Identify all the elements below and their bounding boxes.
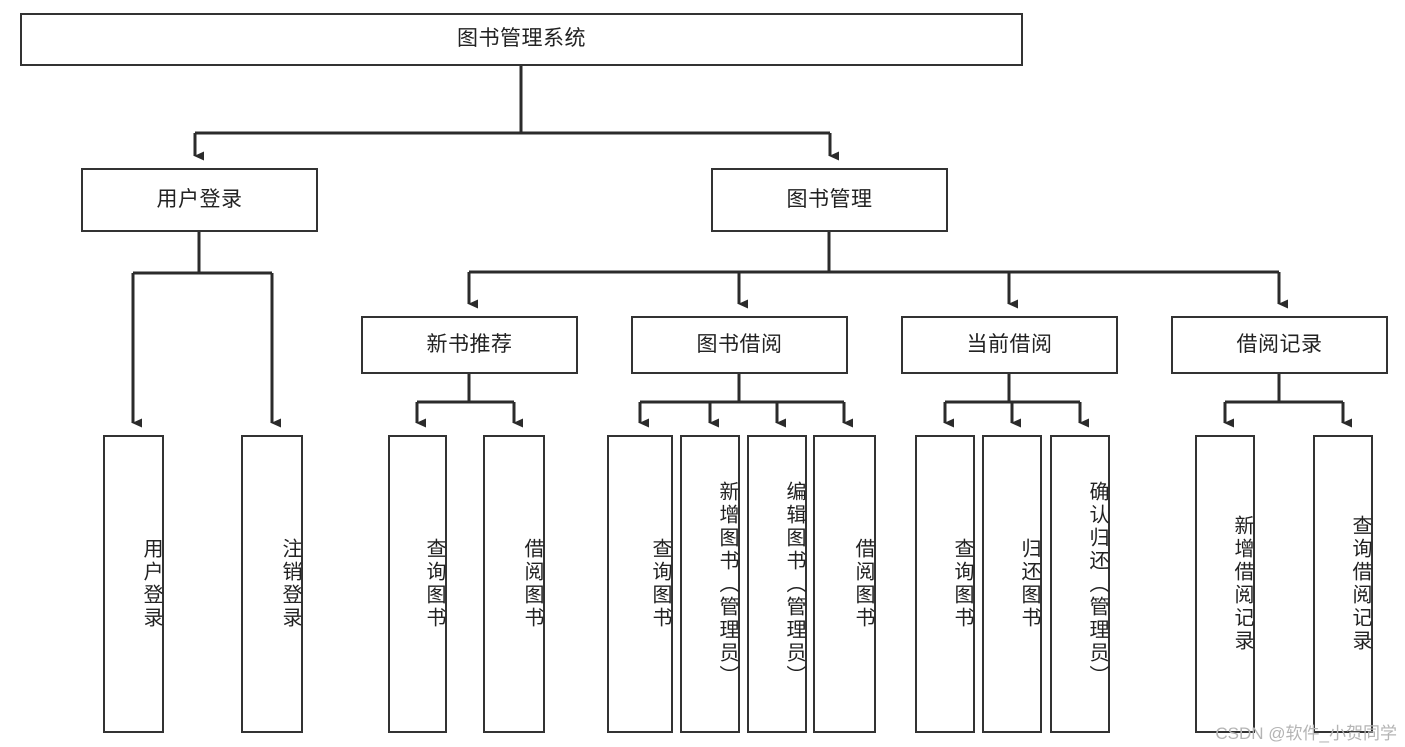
connector-group-new-book-recommend — [415, 374, 523, 428]
node-leaf-query-record-label: 查询借阅记录 — [1349, 515, 1371, 653]
node-leaf-add-book-label: 新增图书（管理员） — [716, 480, 738, 688]
node-leaf-add-record[interactable]: 新增借阅记录 — [1195, 435, 1255, 733]
node-leaf-logout-label: 注销登录 — [279, 538, 301, 630]
node-leaf-query-book-2[interactable]: 查询图书 — [607, 435, 673, 733]
node-leaf-query-book-3[interactable]: 查询图书 — [915, 435, 975, 733]
node-book-borrow-label: 图书借阅 — [696, 332, 783, 356]
node-leaf-query-book-1-label: 查询图书 — [423, 538, 445, 630]
node-leaf-user-login[interactable]: 用户登录 — [103, 435, 164, 733]
node-user-login[interactable]: 用户登录 — [81, 168, 318, 232]
connector-group-root — [193, 66, 839, 161]
connector-group-borrow-record — [1223, 374, 1352, 428]
node-book-manage[interactable]: 图书管理 — [711, 168, 948, 232]
node-new-book-recommend-label: 新书推荐 — [426, 332, 513, 356]
node-book-borrow[interactable]: 图书借阅 — [631, 316, 848, 374]
connector-group-user-login — [131, 232, 281, 428]
node-leaf-return-book-label: 归还图书 — [1018, 538, 1040, 630]
node-new-book-recommend[interactable]: 新书推荐 — [361, 316, 578, 374]
node-leaf-query-book-1[interactable]: 查询图书 — [388, 435, 447, 733]
node-leaf-add-book[interactable]: 新增图书（管理员） — [680, 435, 740, 733]
node-leaf-borrow-book-2[interactable]: 借阅图书 — [813, 435, 876, 733]
node-root[interactable]: 图书管理系统 — [20, 13, 1023, 66]
node-leaf-query-record[interactable]: 查询借阅记录 — [1313, 435, 1373, 733]
node-current-borrow-label: 当前借阅 — [966, 332, 1053, 356]
csdn-watermark: CSDN @软件_小贺同学 — [1215, 724, 1397, 743]
node-user-login-label: 用户登录 — [156, 187, 243, 211]
node-leaf-edit-book-label: 编辑图书（管理员） — [783, 480, 805, 688]
node-leaf-borrow-book-1[interactable]: 借阅图书 — [483, 435, 545, 733]
connector-group-book-manage — [467, 232, 1288, 309]
node-leaf-query-book-2-label: 查询图书 — [649, 538, 671, 630]
node-leaf-borrow-book-2-label: 借阅图书 — [852, 538, 874, 630]
node-borrow-record-label: 借阅记录 — [1236, 332, 1323, 356]
connector-group-current-borrow — [943, 374, 1089, 428]
node-root-label: 图书管理系统 — [457, 27, 586, 51]
node-book-manage-label: 图书管理 — [786, 187, 873, 211]
connector-group-book-borrow — [638, 374, 853, 428]
node-leaf-return-book[interactable]: 归还图书 — [982, 435, 1042, 733]
node-leaf-user-login-label: 用户登录 — [140, 538, 162, 630]
node-leaf-edit-book[interactable]: 编辑图书（管理员） — [747, 435, 807, 733]
node-current-borrow[interactable]: 当前借阅 — [901, 316, 1118, 374]
node-leaf-query-book-3-label: 查询图书 — [951, 538, 973, 630]
node-borrow-record[interactable]: 借阅记录 — [1171, 316, 1388, 374]
node-leaf-borrow-book-1-label: 借阅图书 — [521, 538, 543, 630]
node-leaf-add-record-label: 新增借阅记录 — [1231, 515, 1253, 653]
node-leaf-confirm-return[interactable]: 确认归还（管理员） — [1050, 435, 1110, 733]
node-leaf-logout[interactable]: 注销登录 — [241, 435, 303, 733]
node-leaf-confirm-return-label: 确认归还（管理员） — [1086, 480, 1108, 688]
